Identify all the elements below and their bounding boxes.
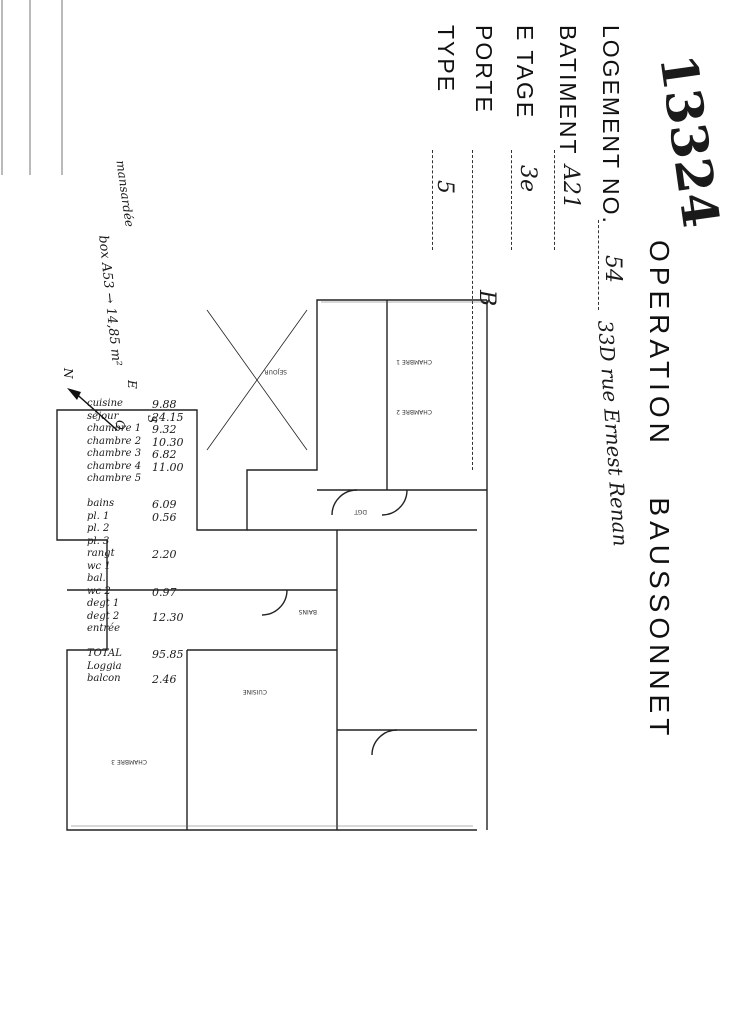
type-label: TYPE bbox=[433, 25, 459, 94]
compass-arrow-head bbox=[67, 388, 81, 400]
batiment-underline bbox=[554, 150, 555, 250]
room-label-chambre1: CHAMBRE 1 bbox=[396, 358, 432, 365]
scanned-floor-plan-sheet: 13324 LOGEMENT NO. 54 BATIMENT A21 E TAG… bbox=[1, 0, 731, 831]
file-number: 13324 bbox=[648, 50, 731, 232]
etage-value: 3e bbox=[515, 165, 540, 193]
outer-walls bbox=[56, 299, 487, 831]
operation-label: OPERATION bbox=[644, 240, 675, 448]
sheet-landscape-frame: 13324 LOGEMENT NO. 54 BATIMENT A21 E TAG… bbox=[1, 0, 731, 831]
porte-label: PORTE bbox=[471, 25, 497, 114]
operation-name: BAUSSONNET bbox=[644, 497, 675, 741]
room-label-cuisine: CUISINE bbox=[243, 688, 267, 695]
type-value: 5 bbox=[432, 180, 457, 194]
floor-plan-drawing: CHAMBRE 1 CHAMBRE 2 SEJOUR CUISINE BAINS… bbox=[56, 299, 488, 831]
etage-label: E TAGE bbox=[512, 25, 538, 120]
door-arc-entry bbox=[371, 729, 398, 756]
door-arc-bains bbox=[261, 589, 288, 616]
door-arc-chambre1 bbox=[381, 489, 408, 516]
room-label-degt: DGT bbox=[354, 508, 367, 515]
logement-underline bbox=[598, 220, 599, 310]
address-line: 33D rue Ernest Renan bbox=[593, 319, 633, 548]
batiment-label: BATIMENT bbox=[555, 25, 581, 156]
door-arc-chambre2 bbox=[331, 489, 358, 516]
logement-label: LOGEMENT NO. bbox=[598, 25, 624, 225]
room-label-chambre2: CHAMBRE 2 bbox=[396, 408, 432, 415]
sejour-cross-b bbox=[206, 309, 308, 451]
room-label-chambre3: CHAMBRE 3 bbox=[111, 758, 147, 765]
areas-table bbox=[1, 0, 292, 175]
etage-underline bbox=[511, 150, 512, 250]
type-underline bbox=[432, 150, 433, 250]
batiment-value: A21 bbox=[558, 165, 583, 209]
areas-table-grid bbox=[1, 0, 63, 175]
room-label-bains: BAINS bbox=[299, 608, 317, 615]
wall-hatching bbox=[71, 301, 483, 827]
room-label-sejour: SEJOUR bbox=[264, 368, 287, 375]
operation-title: OPERATION BAUSSONNET bbox=[643, 240, 675, 740]
logement-value: 54 bbox=[600, 255, 625, 283]
